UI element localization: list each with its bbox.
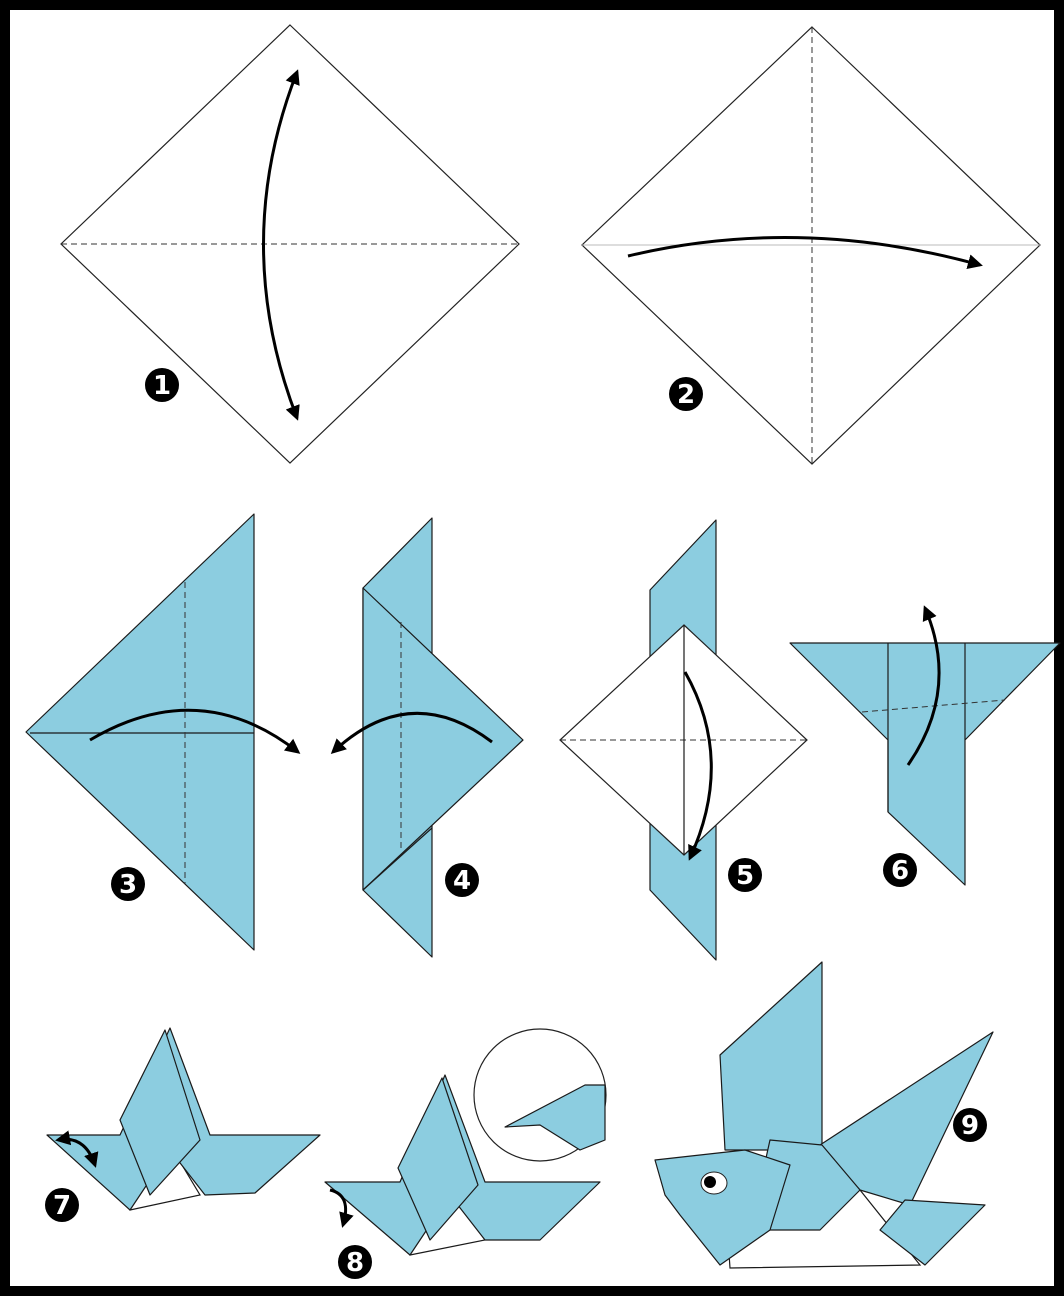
step-2-number: 2	[677, 380, 695, 410]
step-2-diagram: 2	[582, 27, 1040, 464]
step-8-diagram: 8	[325, 1029, 606, 1279]
step-5-number: 5	[736, 861, 754, 891]
step-6-diagram: 6	[790, 608, 1060, 887]
step-1-diagram: 1	[61, 25, 519, 463]
step-7-number: 7	[53, 1191, 71, 1221]
step-9-pupil	[704, 1176, 716, 1188]
step-3-number: 3	[119, 870, 137, 900]
step-6-paper	[790, 643, 1060, 885]
step-9-diagram: 9	[655, 962, 993, 1268]
step-4-front-flap	[363, 588, 523, 890]
step-9-back-wing	[720, 962, 822, 1150]
step-9-number: 9	[961, 1111, 979, 1141]
step-4-diagram: 4	[333, 518, 523, 957]
step-5-diagram: 5	[560, 520, 807, 960]
step-1-number: 1	[153, 371, 171, 401]
step-4-number: 4	[453, 866, 471, 896]
step-6-number: 6	[891, 856, 909, 886]
step-7-diagram: 7	[45, 1028, 320, 1222]
step-3-diagram: 3	[26, 514, 298, 950]
step-8-number: 8	[346, 1248, 364, 1278]
